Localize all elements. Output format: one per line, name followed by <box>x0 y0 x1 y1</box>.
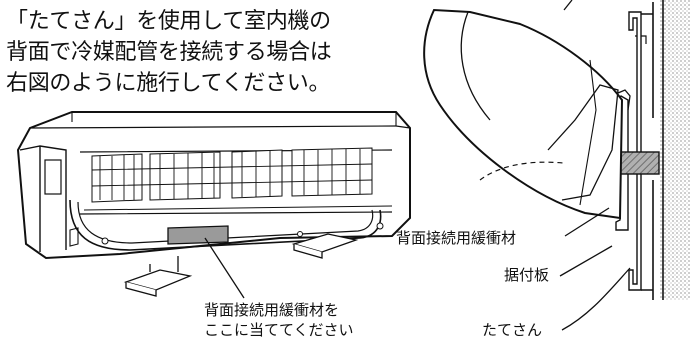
indoor-unit-rear-view <box>16 111 411 297</box>
callout-tatesan: たてさん <box>482 321 543 339</box>
intro-text: 「たてさん」を使用して室内機の 背面で冷媒配管を接続する場合は 右図のように施行… <box>6 6 366 99</box>
callout-cushion-placement: 背面接続用緩衝材を ここに当ててください <box>204 300 354 340</box>
mounting-plate <box>628 11 642 291</box>
intro-line: 背面で冷媒配管を接続する場合は <box>6 40 332 65</box>
callout-mounting-plate: 据付板 <box>504 266 550 284</box>
cushion-placement-pad <box>167 225 229 245</box>
intro-line: 右図のように施行してください。 <box>6 71 331 96</box>
callout-rear-cushion: 背面接続用緩衝材 <box>396 229 517 247</box>
callout-line: ここに当ててください <box>204 321 354 339</box>
intro-line: 「たてさん」を使用して室内機の <box>6 9 331 34</box>
leader-lines <box>204 207 631 331</box>
indoor-unit-side-view <box>423 0 631 220</box>
wall <box>635 0 690 300</box>
callout-line: 背面接続用緩衝材を <box>204 301 340 319</box>
